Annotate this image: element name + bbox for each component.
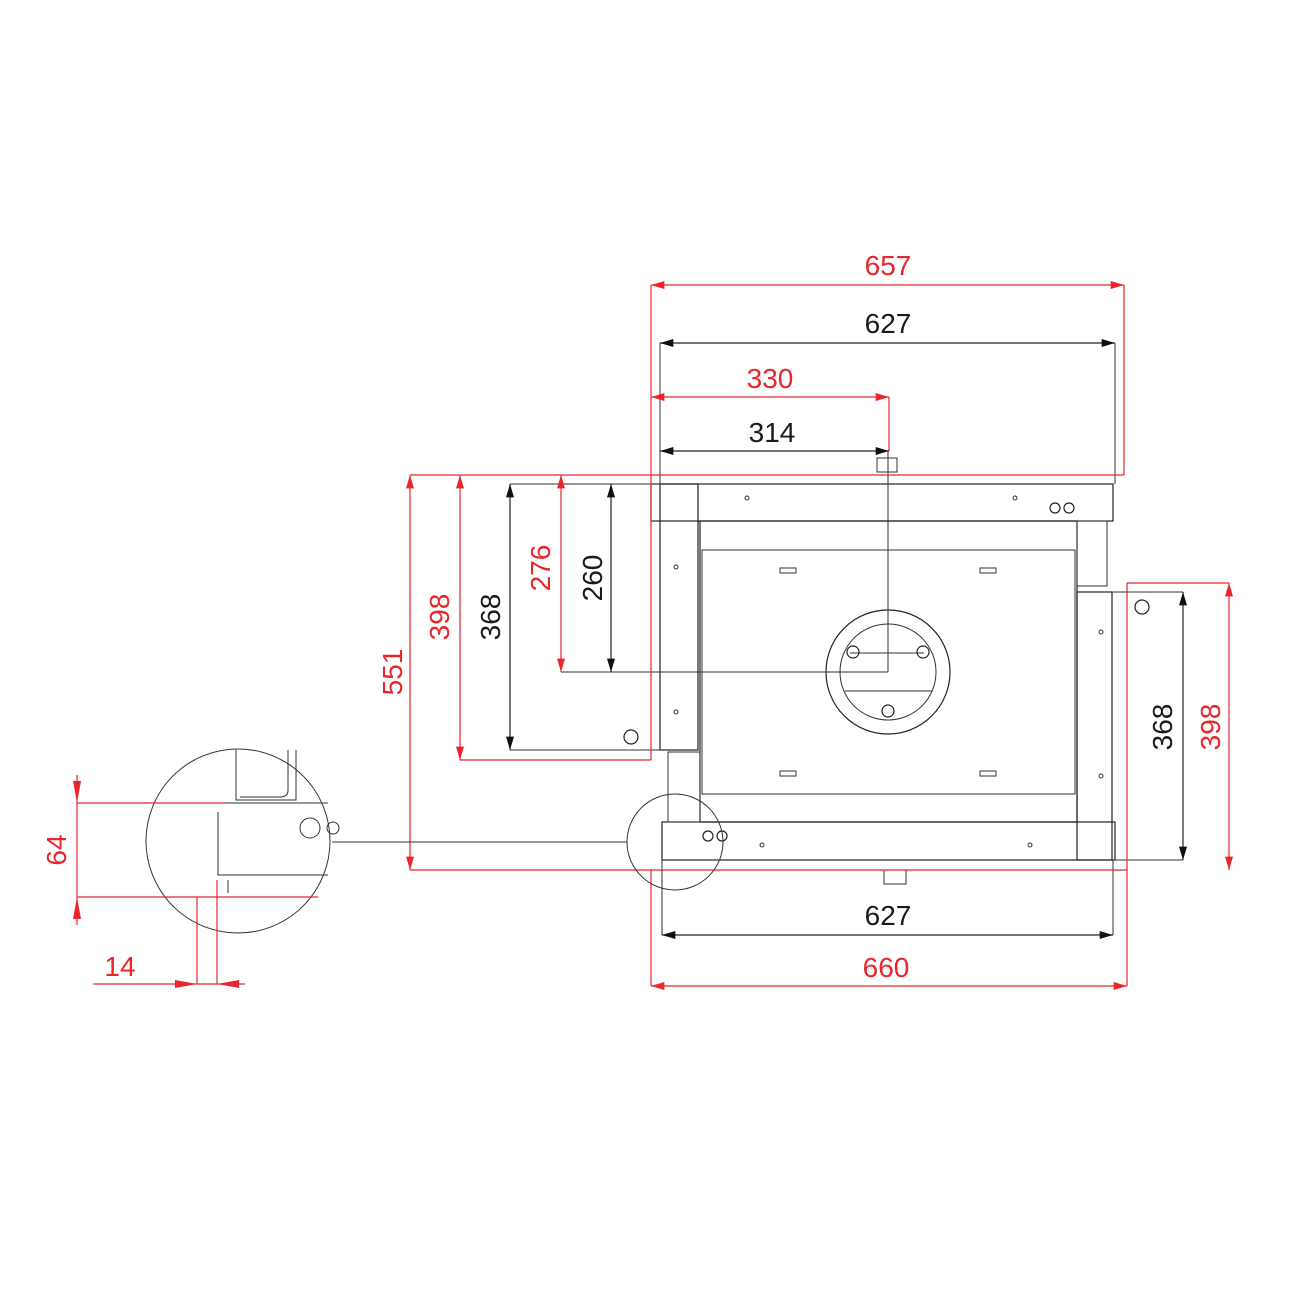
bolt-icon: [1063, 502, 1075, 514]
top-rail: [650, 483, 1114, 522]
dim-left-height-black: 368: [475, 594, 506, 641]
extension-lines: [410, 285, 1229, 986]
bottom-rail: [661, 821, 1116, 861]
bolt-icon: [702, 830, 714, 842]
dim-left-center-red: 276: [525, 545, 556, 592]
dim-bottom-black: 627: [865, 900, 912, 931]
handle-knob-icon: [1134, 599, 1150, 615]
dim-top-overall-black: 627: [865, 308, 912, 339]
bolt-icon: [846, 645, 860, 659]
dim-detail-offset-red: 14: [104, 951, 135, 982]
left-bracket: [667, 751, 701, 823]
machine-top-view: [510, 343, 1183, 935]
detail-view: [73, 748, 724, 988]
clamp-top-icon: [876, 457, 898, 473]
dim-top-center-black: 314: [749, 417, 796, 448]
handle-knob-icon: [623, 729, 639, 745]
dimension-lines: [406, 281, 1233, 990]
right-bracket: [1076, 520, 1108, 587]
clamp-bottom-icon: [883, 869, 907, 885]
right-column: [1076, 591, 1113, 861]
bolt-icon: [881, 704, 895, 718]
hex-bolt-icon: [299, 817, 321, 839]
dim-left-overall-red: 551: [377, 649, 408, 696]
dim-top-overall-red: 657: [865, 250, 912, 281]
bolt-icon: [1049, 502, 1061, 514]
dim-detail-height-red: 64: [41, 834, 72, 865]
bolt-icon: [916, 645, 930, 659]
dim-bottom-red: 660: [863, 952, 910, 983]
dim-left-center-black: 260: [577, 555, 608, 602]
left-column: [659, 483, 699, 751]
dim-top-center-red: 330: [747, 363, 794, 394]
dim-right-height-red: 398: [1195, 704, 1226, 751]
detail-circle: [145, 748, 331, 934]
dim-right-height-black: 368: [1147, 704, 1178, 751]
bolt-icon: [326, 821, 340, 835]
dim-left-height-red: 398: [424, 594, 455, 641]
detail-marker-circle: [626, 793, 724, 891]
